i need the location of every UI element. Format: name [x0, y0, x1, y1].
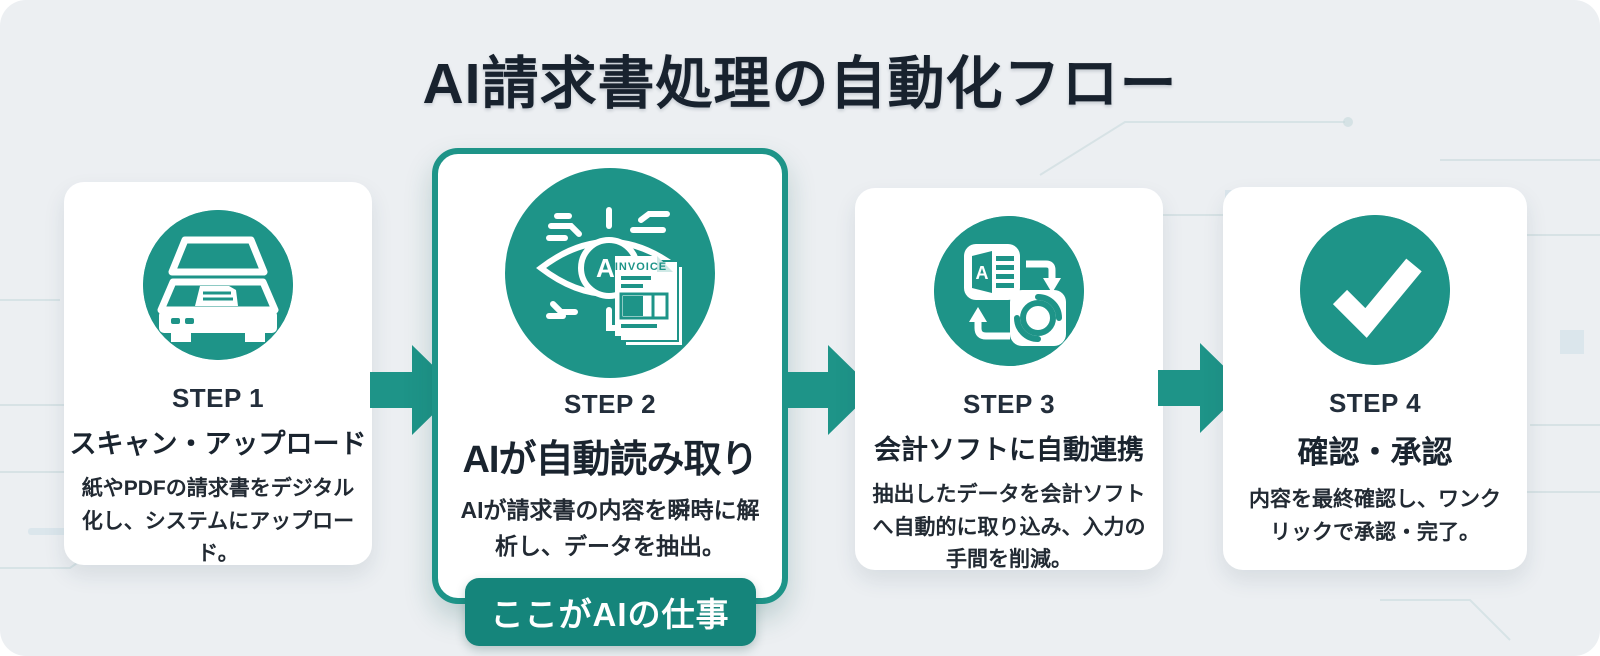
ai-eye-invoice-icon: AI INVOICE: [505, 168, 715, 383]
accounting-sync-icon: A: [934, 216, 1084, 371]
page-title: AI請求書処理の自動化フロー: [422, 52, 1178, 116]
flow-arrow-icon: [370, 345, 458, 435]
scanner-icon: [143, 210, 293, 365]
step-label: STEP 1: [171, 383, 265, 413]
step-label: STEP 3: [962, 389, 1056, 419]
step-heading: スキャン・アップロード: [69, 429, 367, 459]
step-description: 抽出したデータを会計ソフトへ自動的に取り込み、入力の手間を削減。: [872, 483, 1146, 572]
step-heading: AIが自動読み取り: [462, 439, 758, 481]
step-card-3: A STEP 3 会計ソフトに自動連携: [855, 188, 1163, 571]
checkmark-icon: [1300, 215, 1450, 370]
step-description: AIが請求書の内容を瞬時に解析し、データを抽出。: [460, 497, 760, 559]
flow-arrow-icon: [1158, 343, 1246, 433]
step-card-1: STEP 1 スキャン・アップロード 紙やPDFの請求書をデジタル化し、システム…: [64, 182, 372, 565]
invoice-label: INVOICE: [615, 261, 667, 273]
excel-letter: A: [976, 263, 989, 283]
flow-arrow-icon: [786, 345, 874, 435]
step-card-2-highlighted: AI INVOICE STEP 2 AIが自動読み取り AIが請求書の内容を: [432, 148, 788, 647]
step-heading: 会計ソフトに自動連携: [874, 435, 1144, 465]
step-label: STEP 4: [1328, 388, 1422, 418]
ai-work-badge: ここがAIの仕事: [464, 578, 756, 647]
step-card-4: STEP 4 確認・承認 内容を最終確認し、ワンクリックで承認・完了。: [1223, 187, 1527, 570]
step-description: 紙やPDFの請求書をデジタル化し、システムにアップロード。: [81, 477, 355, 566]
step-label: STEP 2: [563, 389, 657, 419]
step-heading: 確認・承認: [1297, 435, 1453, 470]
step-description: 内容を最終確認し、ワンクリックで承認・完了。: [1249, 488, 1501, 544]
